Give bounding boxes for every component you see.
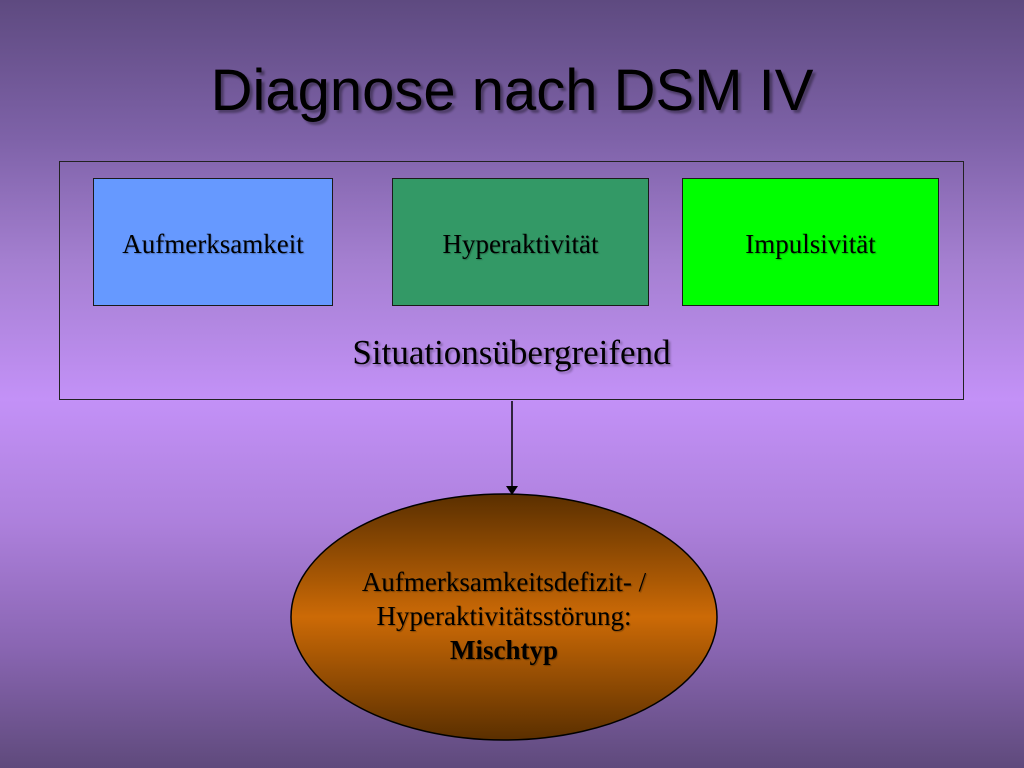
criteria-frame xyxy=(59,161,964,400)
criterion-attention-label: Aufmerksamkeit xyxy=(122,229,304,259)
criterion-impulsivity-label: Impulsivität xyxy=(745,229,876,259)
criterion-attention-box: Aufmerksamkeit xyxy=(93,178,333,306)
criterion-hyperactivity-box: Hyperaktivität xyxy=(392,178,649,306)
result-text: Aufmerksamkeitsdefizit- / Hyperaktivität… xyxy=(292,565,716,667)
connector-arrowhead xyxy=(506,486,518,495)
slide-title: Diagnose nach DSM IV xyxy=(210,58,814,123)
frame-label: Situationsübergreifend xyxy=(352,333,671,372)
criterion-impulsivity-box: Impulsivität xyxy=(682,178,939,306)
result-line-2: Hyperaktivitätsstörung: xyxy=(376,601,632,631)
criterion-hyperactivity-label: Hyperaktivität xyxy=(442,229,599,259)
result-line-1: Aufmerksamkeitsdefizit- / xyxy=(361,567,647,597)
result-line-3: Mischtyp xyxy=(450,635,558,665)
